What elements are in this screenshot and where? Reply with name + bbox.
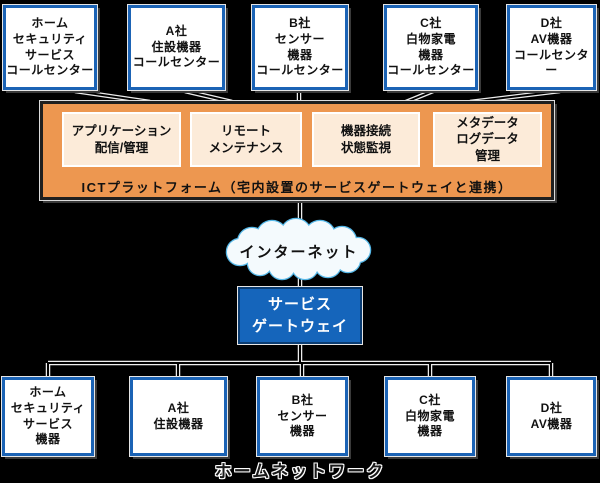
module-label: アプリケーション 配信/管理	[71, 124, 172, 155]
device-box-a: A社 住設機器	[130, 377, 227, 456]
box-label: B社 センサー 機器	[277, 392, 328, 439]
ict-platform-label: ICTプラットフォーム（宅内設置のサービスゲートウェイと連携）	[81, 180, 513, 195]
device-box-b: B社 センサー 機器	[257, 377, 348, 456]
callcenter-box-c: C社 白物家電 機器 コールセンター	[384, 5, 478, 90]
box-label: ホーム セキュリティ サービス 機器	[10, 384, 86, 447]
service-gateway-box: サービス ゲートウェイ	[238, 287, 362, 344]
callcenter-box-d: D社 AV機器 コールセンター	[507, 5, 596, 90]
device-box-c: C社 白物家電 機器	[385, 377, 475, 456]
internet-label: インターネット	[239, 244, 358, 261]
box-label: ホーム セキュリティ サービス コールセンター	[6, 15, 94, 78]
module-connection-monitor: 機器接続 状態監視	[312, 112, 420, 167]
box-label: A社 住設機器	[153, 400, 204, 431]
callcenter-box-b: B社 センサー 機器 コールセンター	[252, 5, 348, 90]
connector-core	[47, 90, 561, 378]
box-label: C社 白物家電 機器 コールセンター	[387, 15, 475, 78]
module-remote-maintenance: リモート メンテナンス	[190, 112, 302, 167]
module-label: リモート メンテナンス	[208, 124, 284, 155]
module-metadata-log: メタデータ ログデータ 管理	[433, 112, 542, 167]
device-box-d: D社 AV機器	[507, 377, 596, 456]
box-label: B社 センサー 機器 コールセンター	[256, 15, 344, 78]
gateway-label: サービス ゲートウェイ	[251, 295, 348, 335]
home-network-label: ホームネットワーク	[214, 462, 386, 481]
device-box-home-security: ホーム セキュリティ サービス 機器	[2, 377, 94, 456]
box-label: D社 AV機器	[530, 400, 573, 431]
module-label: メタデータ ログデータ 管理	[456, 116, 519, 163]
box-label: D社 AV機器 コールセンター	[513, 15, 589, 78]
callcenter-box-home-security: ホーム セキュリティ サービス コールセンター	[3, 5, 97, 90]
box-label: A社 住設機器 コールセンター	[132, 23, 221, 70]
module-label: 機器接続 状態監視	[340, 124, 391, 155]
module-app-distribution: アプリケーション 配信/管理	[62, 112, 181, 167]
callcenter-box-a: A社 住設機器 コールセンター	[128, 5, 225, 90]
internet-cloud: インターネット	[225, 217, 372, 281]
box-label: C社 白物家電 機器	[404, 392, 455, 439]
